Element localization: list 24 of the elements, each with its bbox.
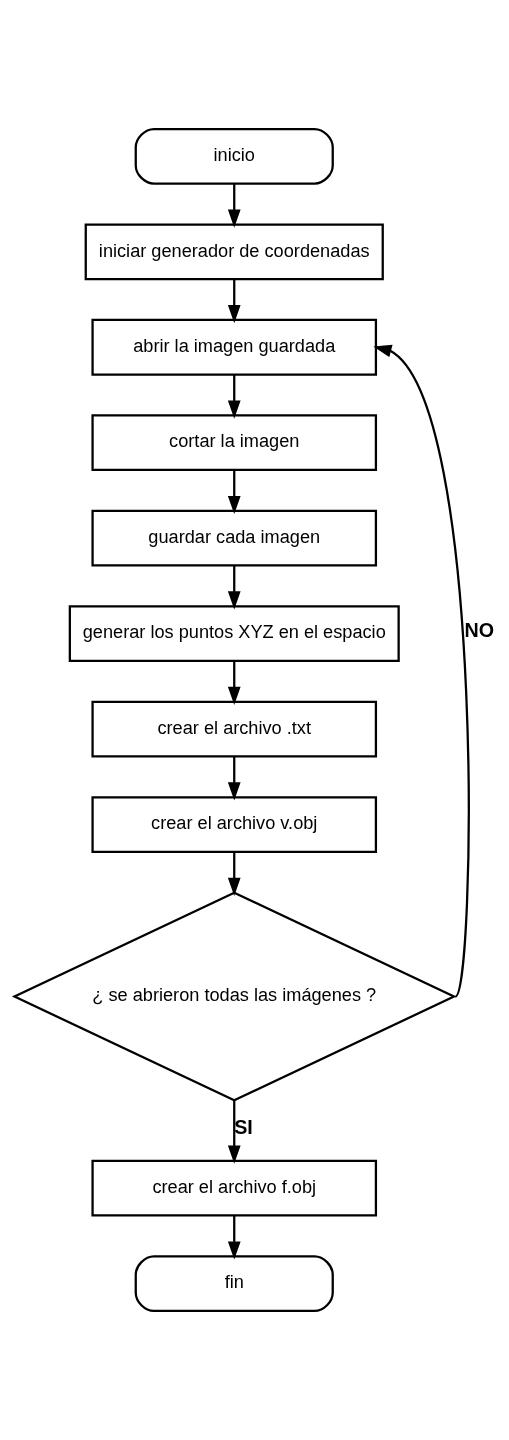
- arrow: [227, 1215, 241, 1260]
- edge-label: NO: [464, 619, 495, 642]
- edge-label: SI: [234, 1116, 253, 1139]
- arrow: [227, 279, 241, 324]
- arrow: [227, 470, 241, 515]
- node-box: crear el archivo f.obj: [91, 1159, 378, 1217]
- node-box: fin: [134, 1255, 334, 1313]
- arrow: [227, 565, 241, 610]
- node-box: guardar cada imagen: [91, 509, 378, 567]
- arrow: [227, 756, 241, 801]
- arrow: [227, 661, 241, 706]
- node-box: cortar la imagen: [91, 414, 378, 472]
- node-box: inicio: [134, 127, 334, 185]
- arrow: [227, 375, 241, 419]
- arrow: [227, 852, 241, 897]
- node-box: abrir la imagen guardada: [91, 318, 378, 376]
- arrow: [227, 184, 241, 228]
- arrow: [373, 344, 470, 997]
- node-diamond: ¿ se abrieron todas las imágenes ?: [11, 891, 457, 1102]
- node-box: iniciar generador de coordenadas: [84, 223, 384, 281]
- node-box: crear el archivo .txt: [91, 700, 378, 758]
- node-box: crear el archivo v.obj: [91, 796, 378, 853]
- node-box: generar los puntos XYZ en el espacio: [68, 605, 400, 663]
- arrow: [227, 1100, 241, 1164]
